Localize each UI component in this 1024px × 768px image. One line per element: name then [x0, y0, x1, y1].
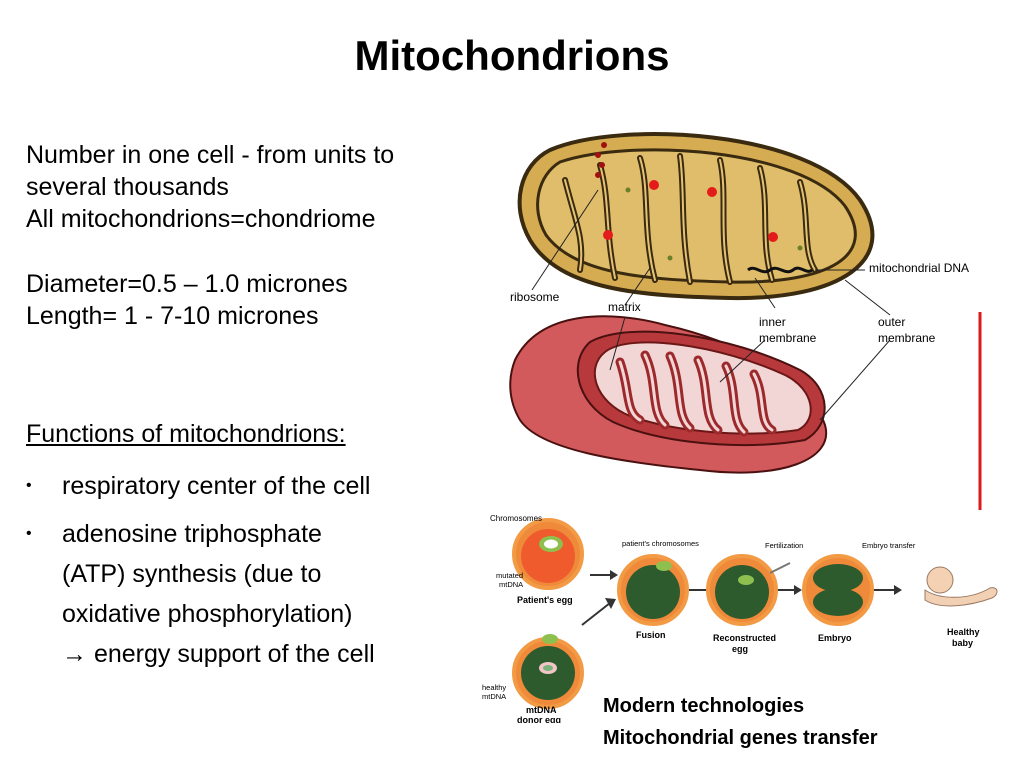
label-embryo: Embryo [818, 633, 852, 643]
functions-list: • respiratory center of the cell • adeno… [26, 466, 375, 674]
patients-egg [512, 518, 584, 590]
label-ribosome: ribosome [510, 290, 560, 304]
caption-line-1: Modern technologies [603, 695, 805, 717]
donor-egg [512, 634, 584, 709]
cell-count-line-1: Number in one cell - from units to [26, 141, 395, 169]
label-mutated-mtdna: mtDNA [499, 580, 523, 589]
label-fusion: Fusion [636, 630, 666, 640]
baby-icon [924, 566, 998, 607]
bullet-icon: • [26, 525, 32, 542]
label-reconstructed: Reconstructed [713, 633, 776, 643]
cell-count-text: Number in one cell - from units to sever… [26, 139, 394, 235]
label-healthy-mtdna-2: mtDNA [482, 692, 506, 701]
function-item-2-line-4: → energy support of the cell [62, 640, 375, 668]
embryo-cells [802, 554, 874, 626]
label-healthy: Healthy [947, 627, 980, 637]
function-item-2-line-1: adenosine triphosphate [62, 520, 322, 548]
label-patients-chromosomes: patient's chromosomes [622, 539, 699, 548]
label-outer-membrane-1: outer [878, 315, 905, 329]
label-healthy-mtdna-1: healthy [482, 683, 506, 692]
chondriome-line: All mitochondrions=chondriome [26, 205, 376, 233]
length-line: Length= 1 - 7-10 micrones [26, 302, 319, 330]
mitochondrion-diagram: ribosome matrix inner membrane outer mem… [509, 132, 982, 510]
function-item-2-line-3: oxidative phosphorylation) [62, 600, 353, 628]
label-inner-membrane-1: inner [759, 315, 786, 329]
functions-heading: Functions of mitochondrions: [26, 420, 346, 448]
slide-title: Mitochondrions [354, 32, 670, 79]
label-inner-membrane-2: membrane [759, 331, 817, 345]
caption-line-2: Mitochondrial genes transfer [603, 727, 878, 749]
label-baby: baby [952, 638, 973, 648]
label-reconstructed-egg: egg [732, 644, 748, 654]
label-outer-membrane-2: membrane [878, 331, 936, 345]
reconstructed-egg [706, 554, 791, 626]
label-patients-egg: Patient's egg [517, 595, 573, 605]
label-chromosomes: Chromosomes [490, 514, 542, 523]
cell-count-line-2: several thousands [26, 173, 229, 201]
diameter-line: Diameter=0.5 – 1.0 micrones [26, 270, 348, 298]
label-donor-mtdna: mtDNA [526, 705, 557, 715]
label-embryo-transfer: Embryo transfer [862, 541, 916, 550]
gene-transfer-diagram: Chromosomes mutated mtDNA Patient's egg … [482, 514, 998, 723]
mitochondrion-cutaway [517, 132, 875, 301]
diagram-caption: Modern technologies Mitochondrial genes … [603, 690, 878, 754]
label-mutated: mutated [496, 571, 523, 580]
bullet-icon: • [26, 477, 32, 494]
leader-lines [531, 189, 891, 421]
function-item-1-text: respiratory center of the cell [62, 472, 371, 500]
fusion-egg [617, 554, 689, 626]
label-fertilization: Fertilization [765, 541, 803, 550]
mitochondrion-3d [509, 315, 828, 474]
function-item-atp: • adenosine triphosphate (ATP) synthesis… [26, 514, 375, 674]
label-matrix: matrix [608, 300, 641, 314]
function-item-2-line-2: (ATP) synthesis (due to [62, 560, 322, 588]
label-mitochondrial-dna: mitochondrial DNA [869, 261, 969, 275]
label-donor-egg: donor egg [517, 715, 561, 723]
size-text: Diameter=0.5 – 1.0 micrones Length= 1 - … [26, 268, 348, 332]
function-item-respiratory: • respiratory center of the cell [26, 466, 375, 506]
